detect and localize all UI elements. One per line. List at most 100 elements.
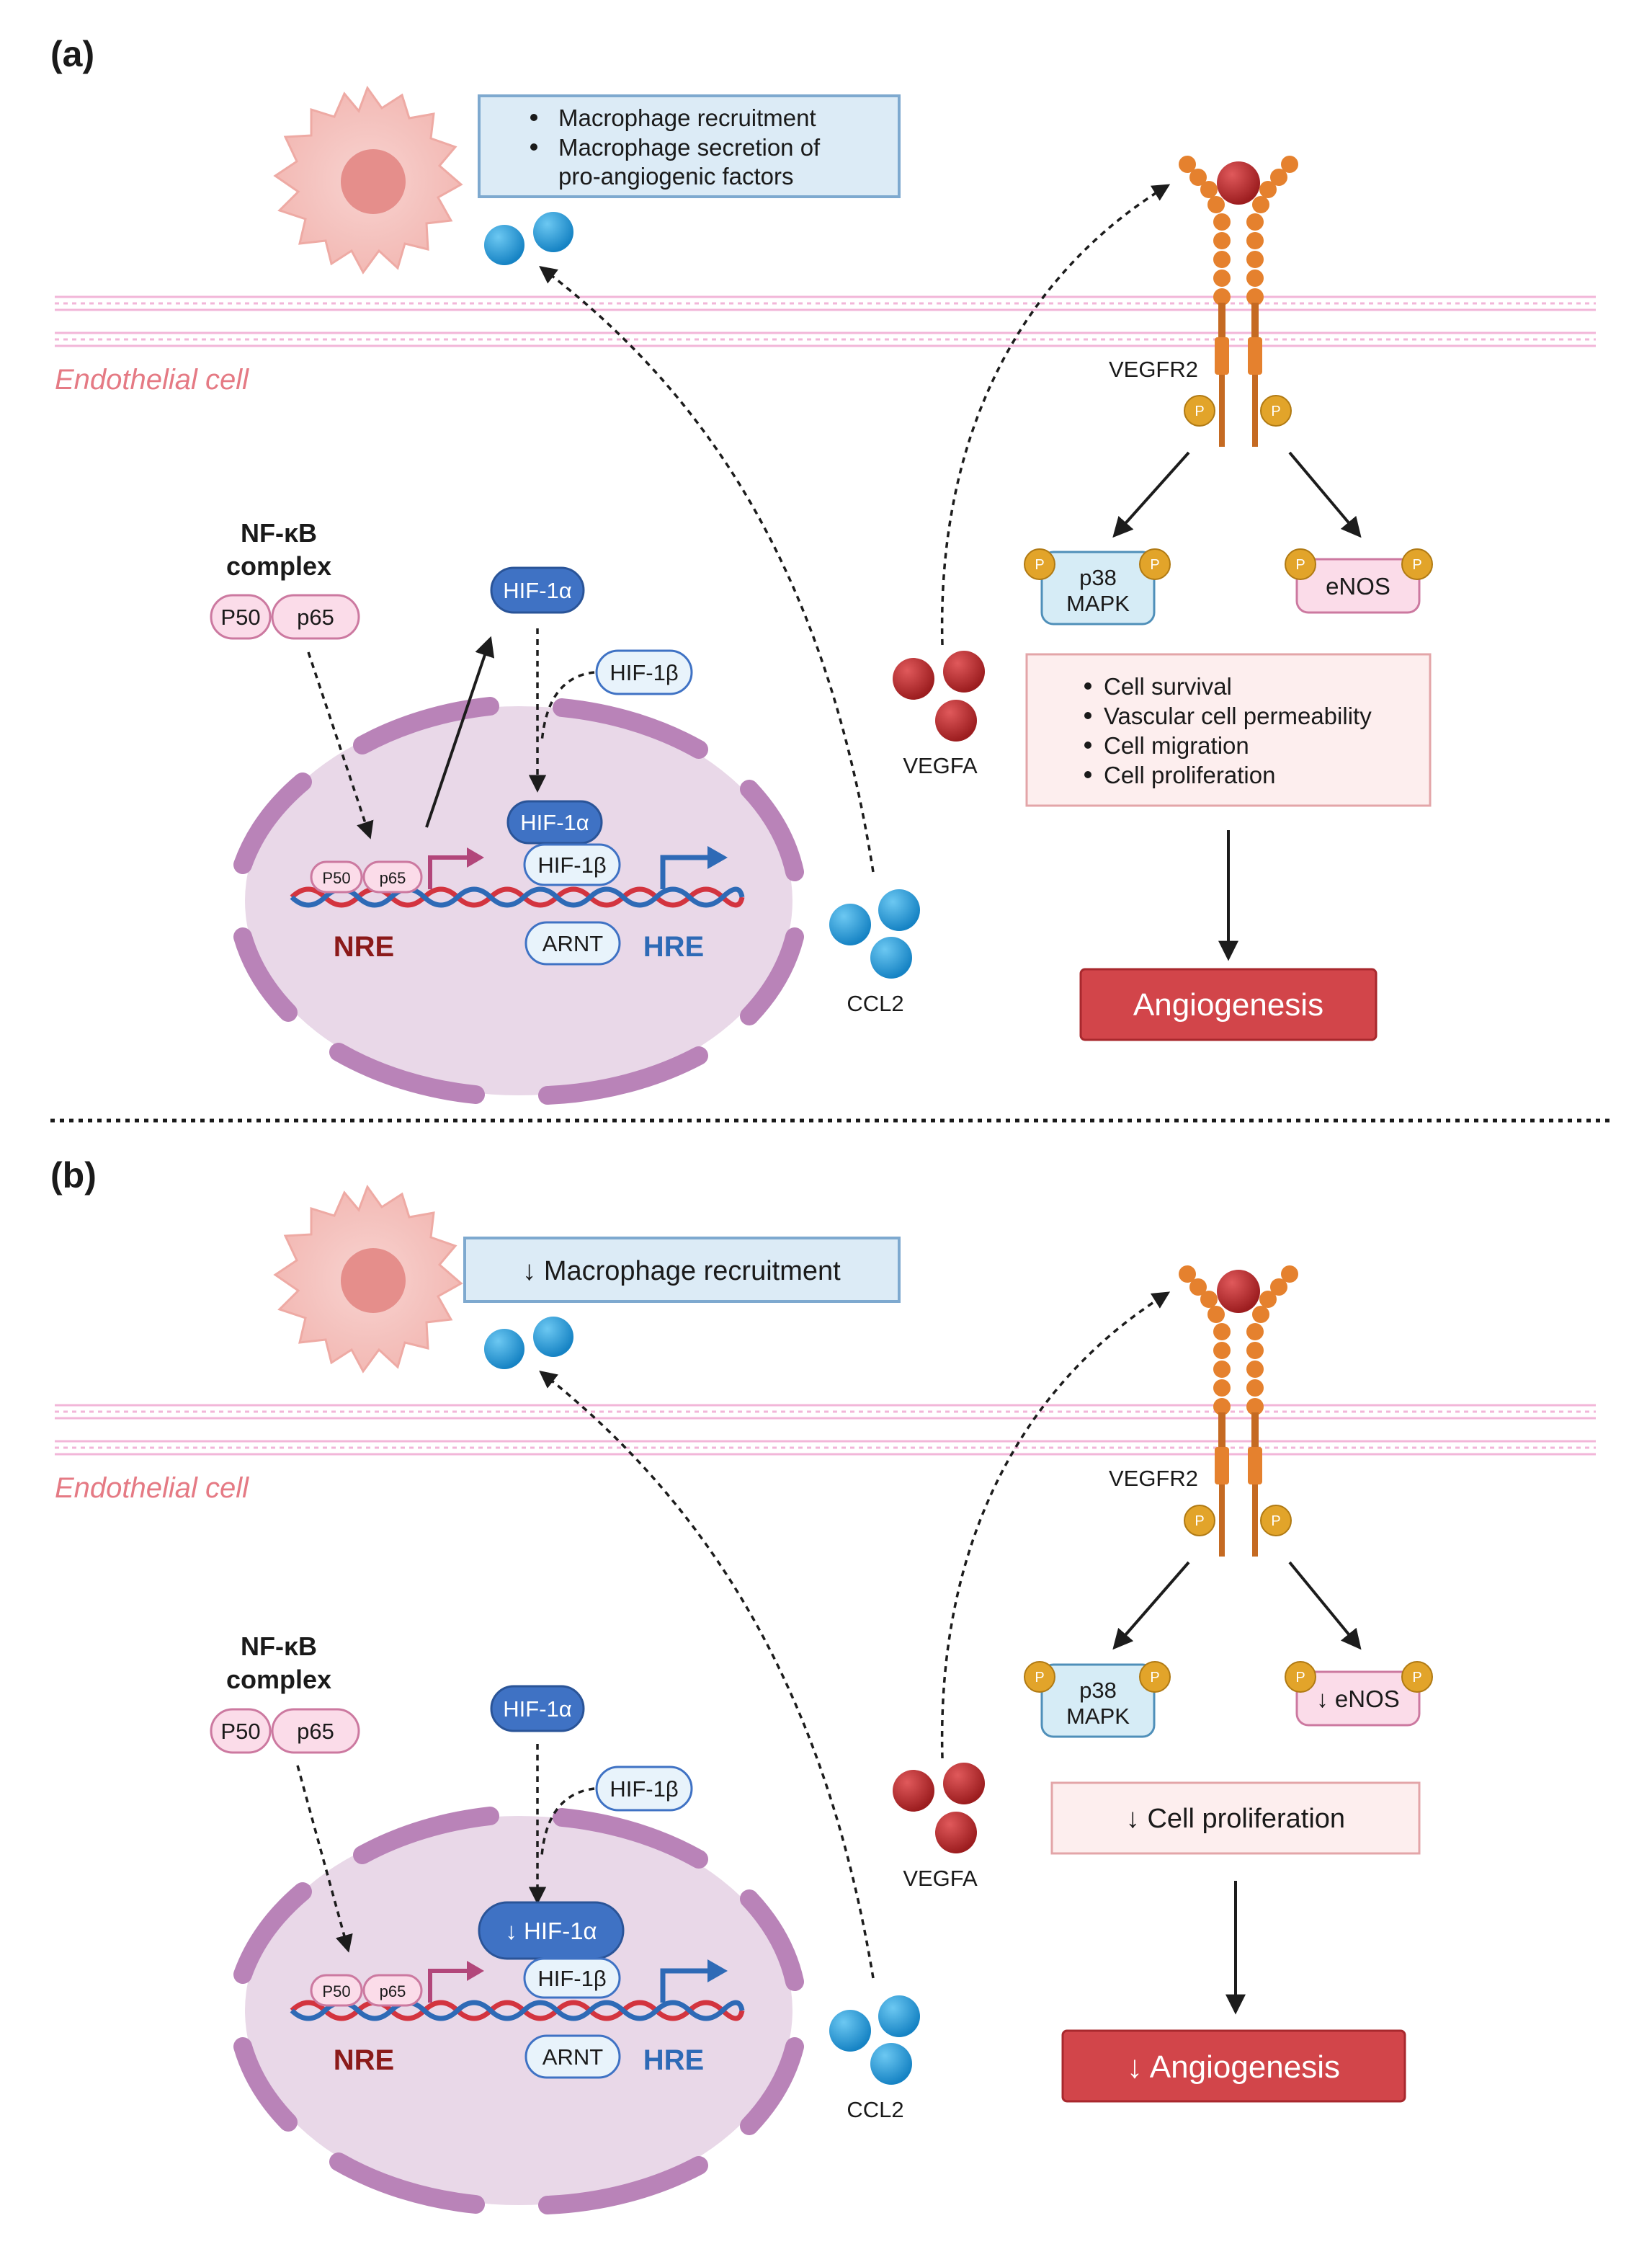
vegfa-molecule: [935, 1812, 977, 1853]
macrophage-icon: [273, 1184, 463, 1373]
p50-label: P50: [220, 1719, 260, 1744]
angiogenesis-box: [1079, 968, 1378, 1041]
endothelial-cell-label: Endothelial cell: [55, 1472, 249, 1504]
p65-subunit: [271, 594, 360, 640]
panel-label: (b): [50, 1155, 97, 1196]
phospho-site: [1024, 548, 1055, 580]
hif1b-label: HIF-1β: [610, 660, 678, 685]
phospho-site: [1285, 1661, 1316, 1693]
p38-label: p38: [1079, 1678, 1117, 1703]
vegfa-molecule: [943, 651, 985, 693]
p65-label: p65: [297, 605, 334, 630]
vegfa-label: VEGFA: [903, 1866, 978, 1891]
phospho-site: [1401, 548, 1433, 580]
vegfa-molecule: [893, 1770, 934, 1812]
phospho-site: [1184, 1505, 1215, 1536]
p50-subunit: [210, 594, 272, 640]
ccl2-label: CCL2: [847, 2097, 903, 2122]
p65-bound-label: p65: [380, 869, 406, 887]
panel-a: (a) Macrophage recruitment Macrophage se…: [50, 34, 1596, 1105]
p50-label: P50: [220, 605, 260, 630]
effect-item: Cell survival: [1104, 673, 1232, 700]
hif1a-protein: [490, 1685, 585, 1732]
arnt-label: ARNT: [543, 931, 603, 956]
phospho-label: P: [1271, 1513, 1280, 1529]
nfkb-complex-title: complex: [226, 1665, 331, 1694]
nuclear-hif1b: [523, 843, 621, 886]
p65-bound: [362, 1974, 423, 2007]
ccl2-molecule: [533, 212, 573, 252]
p50-bound-label: P50: [322, 1982, 350, 2000]
enos-label: ↓ eNOS: [1316, 1686, 1400, 1712]
panel-b: (b) ↓ Macrophage recruitment Endothelial…: [50, 1155, 1596, 2214]
cell-membrane: [55, 295, 1596, 347]
arnt: [524, 921, 621, 966]
phospho-label: P: [1150, 557, 1159, 573]
hif1b-protein: [595, 1766, 693, 1812]
signal-arrow: [1112, 451, 1190, 538]
hif1b-label: HIF-1β: [610, 1776, 678, 1802]
phospho-label: P: [1035, 1670, 1044, 1686]
vegfa-label: VEGFA: [903, 753, 978, 778]
p65-label: p65: [297, 1719, 334, 1744]
phospho-label: P: [1035, 557, 1044, 573]
phospho-site: [1285, 548, 1316, 580]
p50-bound-label: P50: [322, 869, 350, 887]
p38-mapk: [1040, 1663, 1156, 1738]
hif1a-translation-arrow: [425, 636, 495, 828]
hif1a-label: HIF-1α: [503, 578, 572, 603]
nfkb-complex-title: NF-κB: [241, 1631, 317, 1661]
hre-transcription-start: [660, 855, 710, 889]
vegfa-molecule: [943, 1763, 985, 1804]
p65-bound-label: p65: [380, 1982, 406, 2000]
ccl2-secretion-arrow: [539, 1370, 875, 1979]
phospho-site: [1139, 548, 1171, 580]
nuclear-hif1a-label: HIF-1α: [520, 810, 589, 835]
p50-bound: [310, 860, 363, 894]
ccl2-molecule: [878, 1995, 920, 2037]
phospho-label: P: [1195, 404, 1204, 419]
effect-item: Vascular cell permeability: [1104, 703, 1372, 729]
effect-item: Cell migration: [1104, 732, 1249, 759]
macrophage-effects-box: [463, 1237, 901, 1303]
ccl2-molecule: [484, 225, 524, 265]
ccl2-label: CCL2: [847, 991, 903, 1016]
cellular-effects-box: [1050, 1781, 1421, 1855]
vegfr2-label: VEGFR2: [1109, 1466, 1198, 1491]
macrophage-effect-item: ↓ Macrophage recruitment: [522, 1256, 841, 1286]
phospho-site: [1024, 1661, 1055, 1693]
ccl2-molecule: [870, 2043, 912, 2085]
phospho-site: [1260, 1505, 1292, 1536]
cell-membrane: [55, 1404, 1596, 1456]
p65-bound: [362, 860, 423, 894]
nuclear-hif1b-label: HIF-1β: [537, 852, 606, 878]
signal-arrow: [1112, 1561, 1190, 1650]
phospho-site: [1401, 1661, 1433, 1693]
vegfa-molecule: [935, 700, 977, 742]
phospho-label: P: [1412, 1670, 1421, 1686]
enos-label: eNOS: [1326, 573, 1390, 600]
phospho-label: P: [1271, 404, 1280, 419]
vegfa-molecule: [893, 658, 934, 700]
p38-label: MAPK: [1066, 1704, 1130, 1729]
p50-bound: [310, 1974, 363, 2007]
vegfr2-label: VEGFR2: [1109, 357, 1198, 382]
hif1a-label: HIF-1α: [503, 1696, 572, 1722]
vegfr2-receptor: [1179, 156, 1298, 447]
nuclear-hif1a-label: ↓ HIF-1α: [505, 1918, 597, 1944]
nuclear-hif1a: [506, 800, 603, 845]
ccl2-molecule: [829, 2010, 871, 2052]
nfkb-complex-title: NF-κB: [241, 518, 317, 548]
macrophage-icon: [273, 85, 463, 275]
ccl2-molecule: [484, 1329, 524, 1369]
arnt: [524, 2034, 621, 2079]
hre-label: HRE: [643, 2044, 704, 2076]
angiogenesis-label: ↓ Angiogenesis: [1127, 2049, 1340, 2085]
dna-helix: [290, 2000, 745, 2021]
signal-arrow: [1288, 1561, 1362, 1650]
p38-mapk: [1040, 551, 1156, 625]
hif1b-translocation-arrow: [540, 1787, 595, 1856]
vegfa-secretion-arrow: [940, 1291, 1171, 1759]
macrophage-effect-item: pro-angiogenic factors: [558, 163, 794, 190]
